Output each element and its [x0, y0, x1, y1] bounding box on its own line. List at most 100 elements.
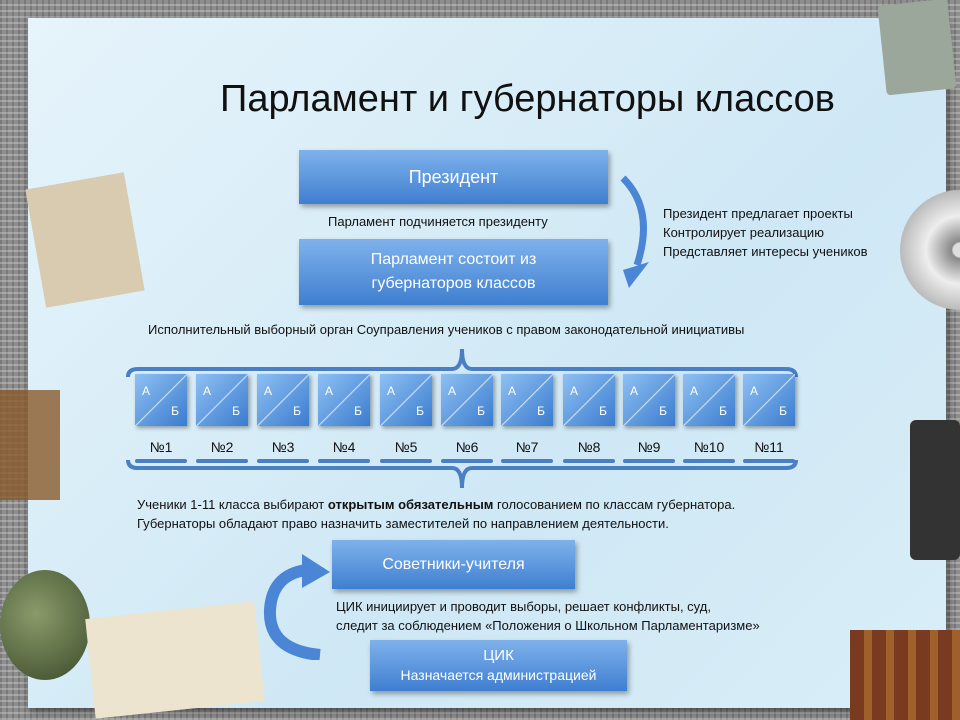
class-underline	[380, 459, 432, 463]
class-letter-a: А	[508, 384, 517, 398]
class-letter-b: Б	[477, 404, 485, 418]
election-text: голосованием по классам губернатора.	[493, 497, 736, 512]
diagonal-divider	[563, 374, 615, 426]
class-letter-a: А	[325, 384, 334, 398]
class-letter-b: Б	[354, 404, 362, 418]
class-number: №9	[637, 439, 661, 455]
parliament-box: Парламент состоит из губернаторов классо…	[299, 239, 608, 305]
class-underline	[196, 459, 248, 463]
parliament-subordination-note: Парламент подчиняется президенту	[328, 214, 548, 229]
diagonal-divider	[135, 374, 187, 426]
curved-arrow-icon	[620, 175, 649, 288]
class-letter-b: Б	[232, 404, 240, 418]
class-letter-b: Б	[599, 404, 607, 418]
curved-arrow-icon	[263, 554, 330, 660]
class-letter-b: Б	[659, 404, 667, 418]
cik-note-line: следит за соблюдением «Положения о Школь…	[336, 618, 760, 633]
class-underline	[623, 459, 675, 463]
election-bold: открытым обязательным	[327, 497, 494, 512]
cik-box: ЦИК Назначается администрацией	[370, 640, 627, 691]
diagonal-divider	[441, 374, 493, 426]
president-note: Представляет интересы учеников	[663, 244, 868, 259]
class-letter-a: А	[142, 384, 151, 398]
page-title: Парламент и губернаторы классов	[220, 78, 835, 120]
diagonal-divider	[380, 374, 432, 426]
class-letter-b: Б	[779, 404, 787, 418]
class-underline	[743, 459, 795, 463]
class-letter-a: А	[690, 384, 699, 398]
class-underline	[318, 459, 370, 463]
class-number: №2	[210, 439, 234, 455]
diagonal-divider	[257, 374, 309, 426]
class-number: №4	[332, 439, 356, 455]
diagonal-divider	[683, 374, 735, 426]
class-letter-a: А	[387, 384, 396, 398]
class-letter-a: А	[264, 384, 273, 398]
diagonal-divider	[743, 374, 795, 426]
class-number: №3	[271, 439, 295, 455]
class-number: №11	[754, 439, 784, 455]
cik-subtitle: Назначается администрацией	[400, 667, 597, 684]
class-number: №10	[693, 439, 725, 455]
parliament-line-1: Парламент состоит из	[370, 251, 537, 268]
class-letter-a: А	[750, 384, 759, 398]
books-decoration	[850, 630, 960, 720]
globe-decoration	[0, 570, 90, 680]
class-number: №5	[394, 439, 418, 455]
president-label: Президент	[408, 166, 499, 187]
class-letter-b: Б	[719, 404, 727, 418]
class-underline	[441, 459, 493, 463]
president-notes: Президент предлагает проекты Контролируе…	[663, 204, 868, 261]
election-note: Ученики 1-11 класса выбирают открытым об…	[137, 495, 735, 533]
class-number: №7	[515, 439, 539, 455]
class-letter-a: А	[203, 384, 212, 398]
advisors-box: Советники-учителя	[332, 540, 575, 589]
advisors-label: Советники-учителя	[382, 555, 525, 573]
calculator-decoration	[877, 0, 957, 96]
scales-decoration	[0, 390, 60, 500]
class-number: №1	[149, 439, 173, 455]
election-text: Ученики 1-11 класса выбирают	[137, 497, 328, 512]
bottom-bracket	[126, 459, 798, 489]
class-letter-b: Б	[171, 404, 179, 418]
class-underline	[257, 459, 309, 463]
diagonal-divider	[623, 374, 675, 426]
president-note: Контролирует реализацию	[663, 225, 824, 240]
diagonal-divider	[196, 374, 248, 426]
cik-title: ЦИК	[483, 646, 514, 664]
book-decoration	[85, 601, 265, 719]
president-note: Президент предлагает проекты	[663, 206, 853, 221]
class-letter-a: А	[630, 384, 639, 398]
class-letter-b: Б	[537, 404, 545, 418]
cik-note: ЦИК инициирует и проводит выборы, решает…	[336, 597, 760, 635]
photos-decoration	[25, 172, 145, 308]
class-letter-a: А	[448, 384, 457, 398]
class-underline	[501, 459, 553, 463]
class-letter-b: Б	[293, 404, 301, 418]
parliament-line-2: губернаторов классов	[371, 275, 536, 292]
class-letter-a: А	[570, 384, 579, 398]
diagonal-divider	[501, 374, 553, 426]
executive-note: Исполнительный выборный орган Соуправлен…	[148, 322, 745, 337]
election-line-2: Губернаторы обладают право назначить зам…	[137, 516, 669, 531]
class-underline	[563, 459, 615, 463]
class-number: №8	[577, 439, 601, 455]
class-letter-b: Б	[416, 404, 424, 418]
class-number: №6	[455, 439, 479, 455]
cik-note-line: ЦИК инициирует и проводит выборы, решает…	[336, 599, 711, 614]
class-underline	[135, 459, 187, 463]
class-underline	[683, 459, 735, 463]
microscope-decoration	[910, 420, 960, 560]
top-bracket	[126, 348, 798, 378]
